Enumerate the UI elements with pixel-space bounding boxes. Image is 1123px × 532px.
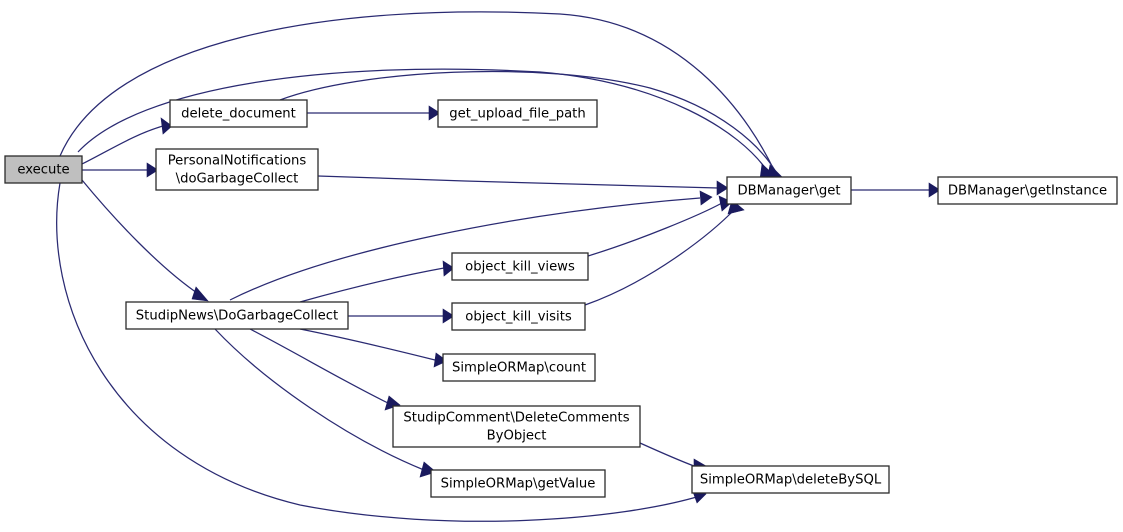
arrowhead-icon [716,180,729,196]
edge-studipnews_gc-to-dbmanager_get [229,190,713,301]
node-box[interactable] [451,252,589,281]
node-dbmanager_get[interactable]: DBManager\get [726,176,852,205]
edge-studipnews_gc-to-studipcomment_del [249,328,401,411]
node-box[interactable] [169,99,308,128]
edge-execute-to-simpleormap_delsql [56,182,707,522]
edge-line [249,328,389,404]
edge-line [59,11,776,173]
edge-line [56,182,701,522]
node-box[interactable] [155,148,319,191]
node-label: PersonalNotifications [168,154,307,169]
edge-line [299,328,436,361]
edge-personal_notif-to-dbmanager_get [317,175,729,196]
edge-studipnews_gc-to-object_kill_views [299,260,455,303]
edge-execute-to-delete_document [81,117,173,165]
node-object_kill_views[interactable]: object_kill_views [451,252,589,281]
arrowhead-icon [718,195,733,212]
node-label: StudipNews\DoGarbageCollect [136,309,338,324]
arrowhead-icon [160,117,173,135]
arrowhead-icon [428,105,441,121]
node-label: delete_document [181,107,296,122]
edge-studipnews_gc-to-simpleormap_getval [214,328,437,478]
node-label: DBManager\get [737,184,840,199]
edge-delete_document-to-get_upload_path [307,105,441,121]
edge-line [299,267,445,303]
edge-line [639,442,695,467]
edge-studipnews_gc-to-simpleormap_count [299,328,448,368]
node-label: StudipComment\DeleteComments [403,411,629,426]
node-box[interactable] [937,176,1118,205]
node-simpleormap_getval[interactable]: SimpleORMap\getValue [430,469,606,498]
arrowhead-icon [433,352,448,368]
node-dbmanager_instance[interactable]: DBManager\getInstance [937,176,1118,205]
edge-line [81,125,164,165]
edge-line [77,68,769,173]
edge-line [279,70,777,173]
node-box[interactable] [691,465,890,494]
edge-layer [56,11,941,522]
node-label: ByObject [487,429,547,444]
node-get_upload_path[interactable]: get_upload_file_path [437,99,598,128]
arrowhead-icon [146,162,159,178]
arrowhead-icon [442,308,455,324]
node-label: execute [17,163,69,178]
arrowhead-icon [699,190,713,206]
node-label: DBManager\getInstance [948,184,1107,199]
arrowhead-icon [442,260,455,277]
node-box[interactable] [430,469,606,498]
node-label: SimpleORMap\count [452,361,586,376]
node-box[interactable] [125,301,349,330]
node-execute[interactable]: execute [4,155,83,184]
node-label: object_kill_visits [465,310,572,325]
edge-object_kill_views-to-dbmanager_get [587,195,733,257]
node-box[interactable] [451,302,586,331]
node-label: SimpleORMap\getValue [441,477,596,492]
node-box[interactable] [437,99,598,128]
arrowhead-icon [928,182,941,198]
arrowhead-icon [191,286,209,302]
edge-line [584,207,737,306]
edge-dbmanager_get-to-dbmanager_instance [851,182,941,198]
edge-line [229,197,701,301]
edge-execute-to-studipnews_gc [81,179,209,302]
node-label: \doGarbageCollect [176,172,299,187]
edge-execute-to-personal_notif [82,162,159,178]
edge-object_kill_visits-to-dbmanager_get [584,199,745,306]
node-box[interactable] [726,176,852,205]
edge-line [214,328,425,471]
node-delete_document[interactable]: delete_document [169,99,308,128]
node-simpleormap_delsql[interactable]: SimpleORMap\deleteBySQL [691,465,890,494]
node-object_kill_visits[interactable]: object_kill_visits [451,302,586,331]
node-label: get_upload_file_path [449,107,585,122]
node-box[interactable] [442,353,596,382]
node-label: SimpleORMap\deleteBySQL [700,473,882,488]
node-studipnews_gc[interactable]: StudipNews\DoGarbageCollect [125,301,349,330]
node-box[interactable] [392,405,641,448]
edge-line [587,202,723,257]
node-layer: execute delete_documentPersonalNotificati… [4,99,1118,498]
node-personal_notif[interactable]: PersonalNotifications \doGarbageCollect [155,148,319,191]
node-label: object_kill_views [465,260,575,275]
node-box[interactable] [4,155,83,184]
edge-line [81,179,201,296]
edge-studipnews_gc-to-object_kill_visits [348,308,455,324]
node-simpleormap_count[interactable]: SimpleORMap\count [442,353,596,382]
edge-line [317,175,719,189]
